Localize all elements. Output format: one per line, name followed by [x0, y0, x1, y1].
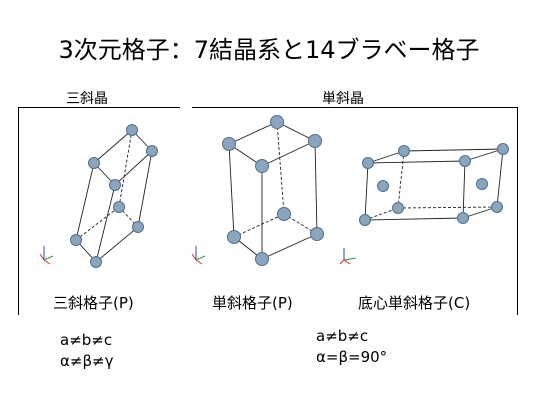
triclinic-p-caption: 三斜格子(P) [53, 294, 134, 312]
atom [222, 137, 236, 151]
atom [362, 157, 374, 169]
monoclinic-section-header: 単斜晶 [322, 91, 364, 107]
page-title: 3次元格子：7結晶系と14ブラベー格子 [58, 36, 480, 64]
triclinic-left-rule [18, 107, 19, 315]
base-centered-monoclinic-lattice [359, 143, 509, 226]
triclinic-parameters: a≠b≠c α≠β≠γ [60, 330, 113, 372]
triclinic-section-header: 三斜晶 [66, 91, 108, 107]
atom [497, 143, 509, 155]
atom [392, 202, 404, 214]
triclinic-p-lattice [70, 124, 158, 268]
axis-triad-icon [339, 248, 357, 265]
atom [398, 145, 410, 157]
atom [457, 212, 469, 224]
atom [270, 115, 284, 129]
atom [109, 179, 121, 191]
atom [359, 214, 371, 226]
atom [113, 201, 125, 213]
monoclinic-right-rule [517, 107, 518, 315]
atom [227, 230, 241, 244]
monoclinic-p-caption: 単斜格子(P) [212, 294, 293, 312]
triclinic-angle-condition: α≠β≠γ [60, 352, 114, 370]
atom [255, 159, 269, 173]
atom [132, 221, 144, 233]
face-center-atom [377, 180, 389, 192]
atom [255, 252, 269, 266]
atom [70, 234, 82, 246]
monoclinic-parameters: a≠b≠c α=β=90° [316, 326, 387, 368]
atom [459, 155, 471, 167]
atom [308, 134, 322, 148]
base-centered-monoclinic-caption: 底心単斜格子(C) [358, 294, 471, 312]
monoclinic-angle-condition: α=β=90° [316, 348, 388, 366]
face-center-atom [476, 178, 488, 190]
monoclinic-p-lattice [222, 115, 324, 266]
atom [126, 124, 138, 136]
atom [90, 256, 102, 268]
monoclinic-axis-condition: a≠b≠c [316, 327, 369, 345]
monoclinic-header-rule [192, 107, 518, 108]
atom [491, 201, 503, 213]
triclinic-header-rule [18, 107, 180, 108]
atom [310, 227, 324, 241]
axis-triad-icon [39, 246, 54, 265]
atom [277, 207, 291, 221]
atom [88, 157, 100, 169]
triclinic-axis-condition: a≠b≠c [60, 331, 113, 349]
atom [146, 145, 158, 157]
axis-triad-icon [191, 246, 206, 265]
